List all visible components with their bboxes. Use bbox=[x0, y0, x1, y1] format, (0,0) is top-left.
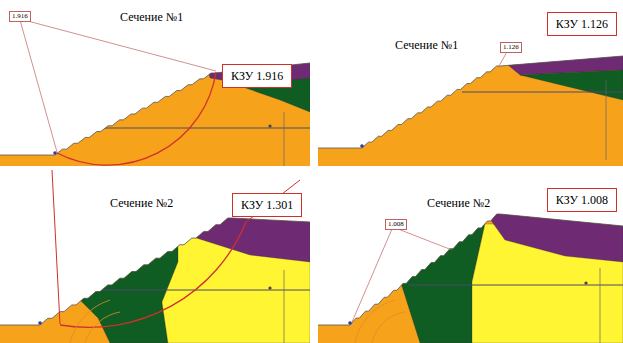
soil-layer bbox=[480, 205, 623, 262]
marker bbox=[268, 124, 271, 127]
slip-circle bbox=[60, 222, 246, 327]
section-title: Сечение №2 bbox=[425, 196, 492, 210]
leader-line bbox=[24, 20, 216, 71]
radius-line bbox=[52, 170, 60, 324]
soil-layer bbox=[80, 220, 178, 343]
factor-value: 1.916 bbox=[12, 12, 28, 20]
axis-line bbox=[284, 270, 285, 343]
factor-value: 1.008 bbox=[388, 220, 404, 228]
slope-surface bbox=[318, 214, 623, 325]
marker bbox=[53, 151, 57, 155]
marker bbox=[268, 286, 271, 289]
water-table bbox=[408, 285, 623, 286]
marker bbox=[584, 281, 587, 284]
slope-section bbox=[0, 170, 310, 343]
slope-surface bbox=[318, 56, 623, 148]
marker bbox=[38, 321, 42, 325]
water-table bbox=[92, 128, 310, 129]
slope-surface bbox=[0, 218, 310, 325]
marker bbox=[360, 144, 364, 148]
slope-section bbox=[318, 40, 623, 166]
slip-circle bbox=[70, 300, 110, 343]
factor-box: КЗУ 1.916 bbox=[222, 64, 292, 88]
factor-value: КЗУ 1.126 bbox=[556, 17, 608, 31]
slope-section bbox=[318, 205, 623, 343]
section-title: Сечение №2 bbox=[108, 196, 175, 210]
factor-value: КЗУ 1.301 bbox=[241, 198, 293, 212]
section-title: Сечение №1 bbox=[393, 38, 460, 52]
slip-circle bbox=[355, 300, 395, 343]
section-title: Сечение №1 bbox=[118, 10, 185, 24]
slope-section bbox=[0, 50, 310, 166]
factor-value: 1.126 bbox=[503, 43, 519, 51]
factor-tag: 1.008 bbox=[385, 219, 407, 230]
factor-tag: 1.126 bbox=[500, 42, 522, 53]
slope-surface bbox=[0, 63, 310, 155]
axis-line bbox=[284, 112, 285, 166]
water-table bbox=[84, 290, 310, 291]
water-table bbox=[462, 92, 623, 93]
soil-layer bbox=[520, 70, 623, 100]
leader-line bbox=[352, 229, 392, 322]
axis-line bbox=[606, 80, 607, 160]
factor-box: КЗУ 1.126 bbox=[547, 12, 617, 36]
slip-circle bbox=[372, 312, 405, 343]
marker bbox=[348, 321, 352, 325]
slip-circle bbox=[57, 72, 216, 165]
axis-line bbox=[600, 268, 601, 343]
factor-box: КЗУ 1.008 bbox=[547, 188, 617, 212]
soil-orange bbox=[318, 56, 623, 166]
leader-line bbox=[20, 20, 57, 152]
factor-value: КЗУ 1.008 bbox=[556, 193, 608, 207]
factor-value: КЗУ 1.916 bbox=[231, 69, 283, 83]
factor-box: КЗУ 1.301 bbox=[232, 193, 302, 217]
slip-circle bbox=[85, 312, 120, 343]
factor-tag: 1.916 bbox=[9, 11, 31, 22]
leader-line bbox=[398, 229, 452, 250]
marker bbox=[590, 88, 593, 91]
